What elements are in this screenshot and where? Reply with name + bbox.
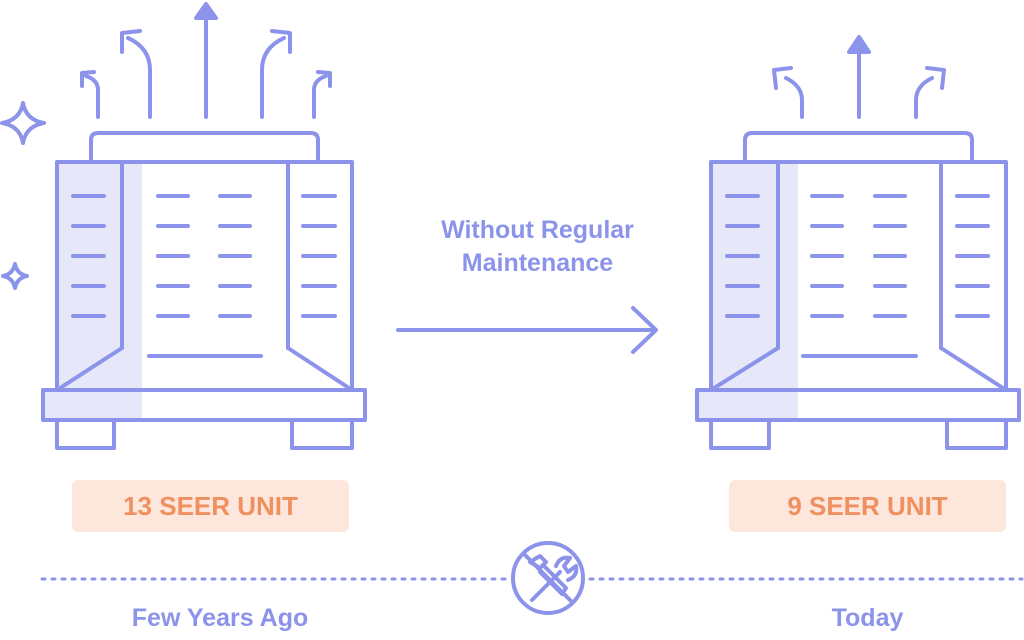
sparkle-icon	[0, 101, 46, 145]
timeline-left-label: Few Years Ago	[131, 604, 309, 632]
sparkle-icon	[1, 262, 29, 290]
timeline-right-label: Today	[831, 604, 904, 632]
right-ac-unit	[695, 35, 1021, 450]
transition-line-1: Without Regular	[441, 216, 634, 244]
transition-line-2: Maintenance	[461, 249, 614, 277]
left-ac-unit	[41, 2, 367, 450]
left-unit-badge: 13 SEER UNIT	[72, 480, 349, 532]
transition-label: Without Regular Maintenance	[395, 214, 680, 280]
heat-arrows-left	[80, 2, 332, 119]
heat-arrows-right	[772, 35, 946, 119]
vent-slats	[725, 194, 990, 318]
arrow-right-icon	[396, 306, 658, 354]
no-tools-icon	[511, 541, 585, 615]
vent-slats	[71, 194, 337, 318]
right-unit-badge: 9 SEER UNIT	[729, 480, 1006, 532]
